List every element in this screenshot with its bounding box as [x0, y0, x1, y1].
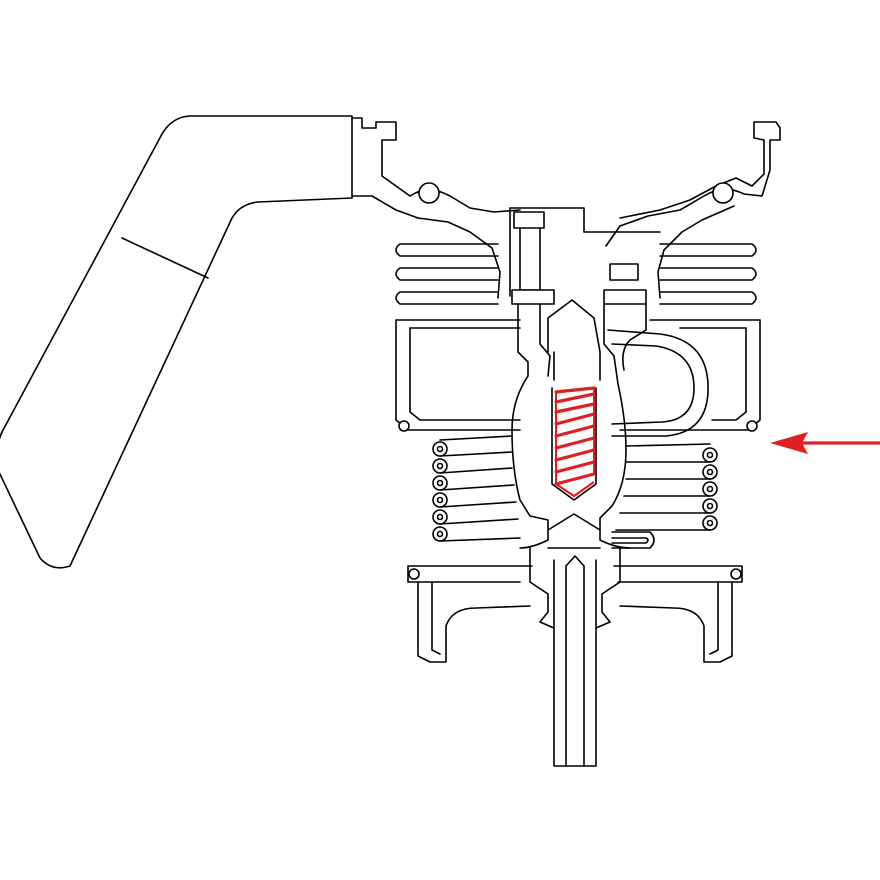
cooling-fins-right	[659, 243, 757, 305]
gasket-right	[712, 182, 734, 204]
heating-coil-right	[615, 443, 718, 531]
bypass-tube	[607, 329, 709, 549]
cooling-fins-left	[395, 243, 499, 305]
gasket-left	[418, 182, 440, 204]
valve-assembly	[511, 211, 647, 549]
handle	[0, 115, 419, 569]
heating-coil-left	[432, 435, 521, 542]
base-spouts	[407, 547, 743, 767]
spring-icon	[554, 386, 596, 498]
arrow-left-icon	[770, 432, 880, 454]
group-head	[395, 121, 781, 305]
housing-chamber	[395, 319, 761, 432]
